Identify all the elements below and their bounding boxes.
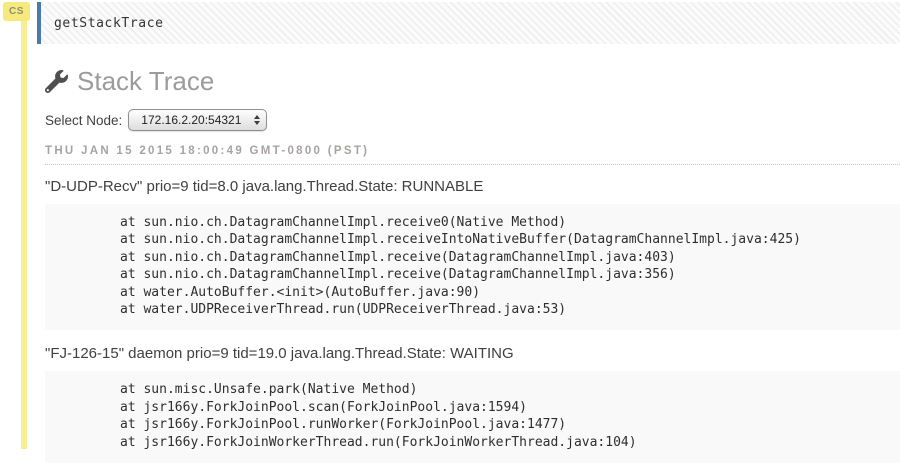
- cell-code-text: getStackTrace: [54, 15, 164, 31]
- stack-frame: at water.AutoBuffer.<init>(AutoBuffer.ja…: [120, 284, 481, 300]
- thread-section: "D-UDP-Recv" prio=9 tid=8.0 java.lang.Th…: [45, 178, 900, 331]
- stack-frame: at water.UDPReceiverThread.run(UDPReceiv…: [120, 302, 567, 318]
- code-cell-input[interactable]: getStackTrace: [37, 2, 900, 44]
- node-select-row: Select Node: 172.16.2.20:54321: [45, 109, 900, 131]
- stack-frame: at sun.misc.Unsafe.park(Native Method): [120, 382, 418, 398]
- stack-frame: at jsr166y.ForkJoinPool.scan(ForkJoinPoo…: [120, 399, 527, 415]
- thread-header: "D-UDP-Recv" prio=9 tid=8.0 java.lang.Th…: [45, 178, 484, 195]
- stack-frame: at sun.nio.ch.DatagramChannelImpl.receiv…: [120, 267, 676, 283]
- stack-frame: at jsr166y.ForkJoinPool.runWorker(ForkJo…: [120, 417, 567, 433]
- page-title: Stack Trace: [45, 66, 900, 97]
- cell-output: Stack Trace Select Node: 172.16.2.20:543…: [45, 44, 900, 463]
- cell-type-badge: CS: [3, 2, 30, 21]
- thread-frames: at sun.nio.ch.DatagramChannelImpl.receiv…: [45, 204, 900, 331]
- cell-gutter-line: [21, 20, 27, 449]
- stack-frame: at sun.nio.ch.DatagramChannelImpl.receiv…: [120, 232, 801, 248]
- stack-frame: at jsr166y.ForkJoinWorkerThread.run(Fork…: [120, 434, 637, 450]
- thread-header: "FJ-126-15" daemon prio=9 tid=19.0 java.…: [45, 345, 514, 363]
- page-title-text: Stack Trace: [77, 66, 215, 96]
- timestamp: THU JAN 15 2015 18:00:49 GMT-0800 (PST): [45, 145, 900, 165]
- stack-frame: at sun.nio.ch.DatagramChannelImpl.receiv…: [120, 249, 676, 265]
- thread-frames: at sun.misc.Unsafe.park(Native Method)at…: [45, 371, 900, 463]
- select-node-label: Select Node:: [45, 112, 123, 128]
- threads: "D-UDP-Recv" prio=9 tid=8.0 java.lang.Th…: [45, 178, 900, 463]
- stack-frame: at sun.nio.ch.DatagramChannelImpl.receiv…: [120, 215, 567, 230]
- node-select[interactable]: 172.16.2.20:54321: [128, 109, 268, 131]
- wrench-icon: [45, 70, 68, 93]
- thread-section: "FJ-126-15" daemon prio=9 tid=19.0 java.…: [45, 345, 900, 463]
